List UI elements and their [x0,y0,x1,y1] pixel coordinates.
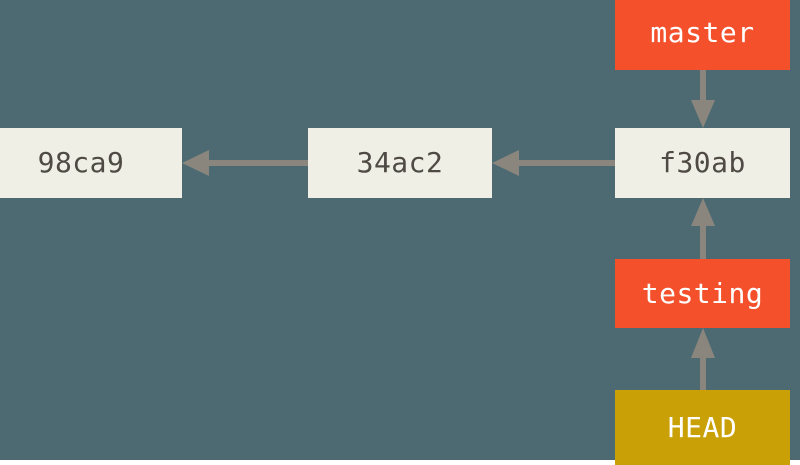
branch-node-master: master [615,0,790,70]
head-label: HEAD [667,410,738,444]
arrow-testing-to-f30ab [691,198,715,259]
branch-label: testing [641,276,764,310]
commit-node-98ca9: 98ca9 [0,128,182,198]
arrow-f30ab-to-34ac2 [492,150,615,176]
commit-node-f30ab: f30ab [615,128,790,198]
arrow-34ac2-to-98ca9 [182,150,308,176]
commit-node-34ac2: 34ac2 [308,128,492,198]
branch-node-testing: testing [615,259,790,328]
branch-label: master [650,15,755,49]
head-pointer-node: HEAD [615,390,790,465]
commit-label: f30ab [659,146,746,179]
arrow-master-to-f30ab [691,70,715,128]
commit-label: 34ac2 [356,146,444,179]
arrow-head-to-testing [691,328,715,390]
commit-label: 98ca9 [37,146,125,179]
